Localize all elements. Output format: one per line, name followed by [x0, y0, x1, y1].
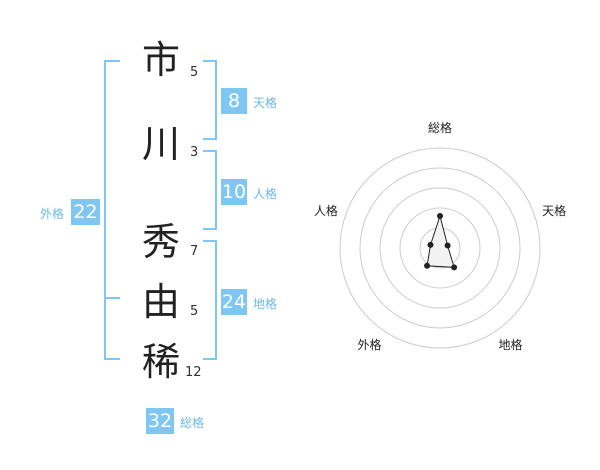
radar-point-4 — [424, 262, 431, 269]
gaikaku-bracket — [104, 60, 120, 360]
radar-grid — [339, 147, 541, 349]
name-char-2: 川 — [141, 122, 180, 166]
tenkaku-label: 天格 — [253, 96, 278, 110]
radar-axis-label-2: 天格 — [542, 203, 566, 218]
stroke-count-2: 3 — [190, 145, 199, 160]
stroke-count-1: 5 — [190, 65, 199, 80]
gaikaku-bracket-notch — [104, 297, 120, 299]
name-char-3: 秀 — [141, 220, 180, 264]
soukaku-label: 総格 — [180, 416, 205, 430]
radar-point-1 — [437, 213, 443, 219]
gaikaku-label: 外格 — [40, 207, 65, 221]
radar-ring — [379, 187, 501, 309]
chikaku-bracket — [203, 240, 217, 360]
chikaku-label: 地格 — [253, 297, 278, 311]
radar-axis-label-5: 人格 — [314, 203, 338, 218]
radar-points — [424, 213, 458, 271]
jinkaku-label: 人格 — [253, 187, 278, 201]
radar-ring — [339, 147, 541, 349]
gaikaku-value: 22 — [71, 199, 100, 225]
name-char-4: 由 — [141, 280, 180, 324]
radar-axis-label-3: 地格 — [498, 337, 522, 352]
radar-point-3 — [451, 264, 458, 271]
radar-axis-label-4: 外格 — [357, 337, 381, 352]
jinkaku-value: 10 — [221, 179, 247, 205]
chikaku-value: 24 — [221, 289, 247, 315]
radar-axis-label-1: 総格 — [428, 120, 452, 135]
soukaku-value: 32 — [146, 408, 174, 434]
stroke-count-3: 7 — [190, 244, 199, 259]
radar-ring — [399, 207, 481, 289]
radar-point-2 — [444, 242, 451, 249]
stroke-count-4: 5 — [190, 304, 199, 319]
radar-point-5 — [427, 241, 434, 248]
radar-ring — [359, 167, 521, 329]
radar-data-area — [426, 214, 455, 268]
name-char-5: 稀 — [141, 340, 180, 384]
tenkaku-bracket — [203, 60, 217, 140]
name-char-1: 市 — [141, 38, 180, 82]
tenkaku-value: 8 — [221, 88, 247, 114]
jinkaku-bracket — [203, 150, 217, 230]
stroke-count-5: 12 — [185, 365, 202, 380]
